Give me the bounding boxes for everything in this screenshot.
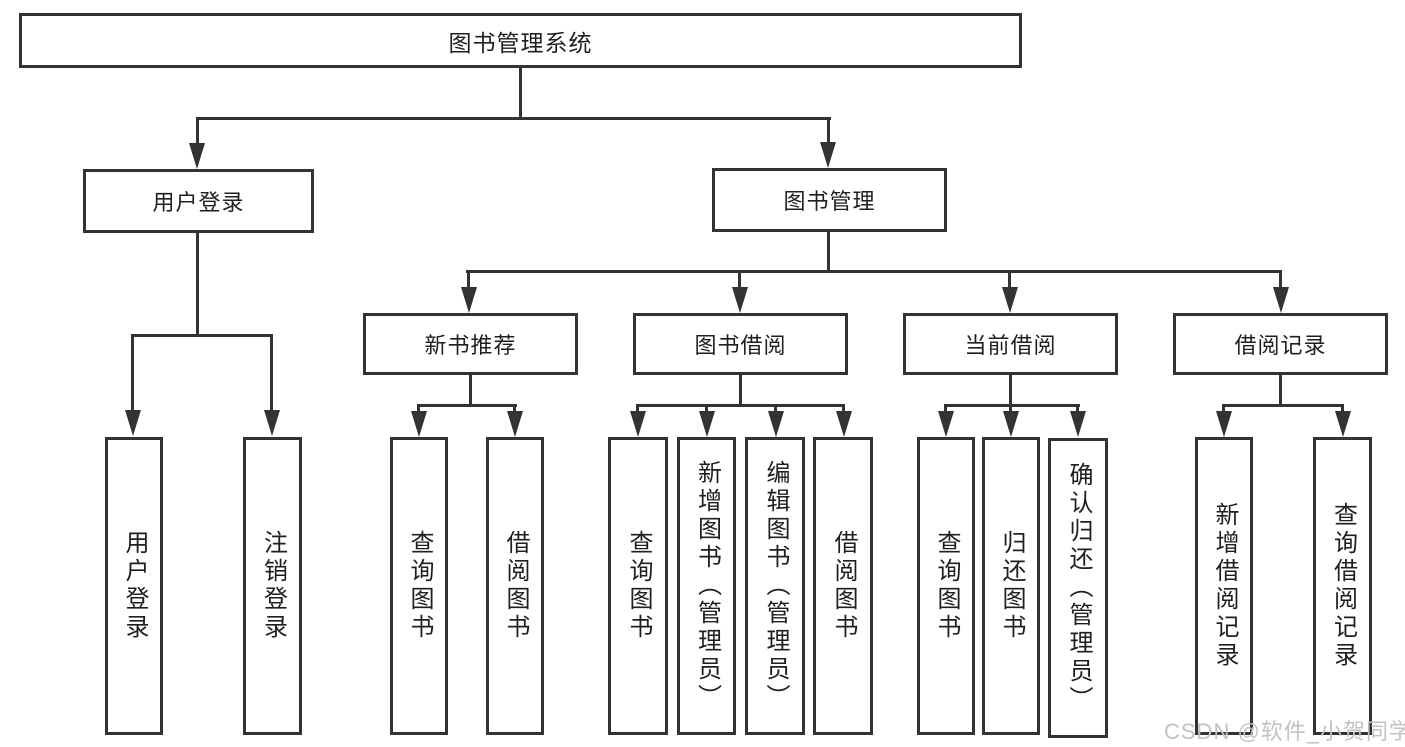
node-user-login-branch: 用户登录 bbox=[83, 169, 314, 233]
leaf-label: 确认归还（管理员） bbox=[1065, 462, 1092, 714]
arrowhead-down-icon bbox=[411, 411, 427, 437]
connector-drop bbox=[1008, 270, 1011, 292]
csdn-watermark: CSDN @软件_小贺同学 bbox=[1164, 719, 1405, 744]
connector-drop bbox=[196, 117, 199, 147]
connector-drop bbox=[1222, 404, 1225, 414]
arrowhead-down-icon bbox=[938, 411, 954, 437]
connector-drop bbox=[842, 404, 845, 414]
connector-stem bbox=[739, 375, 742, 407]
leaf-label: 借阅图书 bbox=[830, 530, 857, 642]
leaf-label: 查询图书 bbox=[933, 530, 960, 642]
arrowhead-down-icon bbox=[630, 411, 646, 437]
arrowhead-down-icon bbox=[820, 142, 836, 168]
connector-drop bbox=[1009, 404, 1012, 414]
connector-level2-rail bbox=[466, 270, 1282, 273]
connector-rail bbox=[636, 404, 845, 407]
leaf-query-books-current: 查询图书 bbox=[917, 437, 975, 735]
connector-drop bbox=[774, 404, 777, 414]
connector-drop bbox=[636, 404, 639, 414]
leaf-borrow-books-recommend: 借阅图书 bbox=[486, 437, 544, 735]
leaf-label: 归还图书 bbox=[998, 530, 1025, 642]
node-book-management-branch: 图书管理 bbox=[712, 168, 947, 232]
connector-drop bbox=[1076, 404, 1079, 414]
leaf-query-books-borrow: 查询图书 bbox=[608, 437, 668, 735]
leaf-label: 新增借阅记录 bbox=[1211, 502, 1238, 670]
leaf-label: 查询借阅记录 bbox=[1329, 502, 1357, 670]
leaf-label: 新增图书（管理员） bbox=[693, 460, 721, 712]
node-root-library-system: 图书管理系统 bbox=[19, 13, 1022, 68]
connector-drop bbox=[705, 404, 708, 414]
leaf-return-books: 归还图书 bbox=[982, 437, 1040, 735]
arrowhead-down-icon bbox=[125, 410, 141, 436]
node-label: 图书借阅 bbox=[694, 333, 787, 358]
connector-rail bbox=[944, 404, 1080, 407]
arrowhead-down-icon bbox=[1335, 411, 1351, 437]
arrowhead-down-icon bbox=[768, 411, 784, 437]
connector-rail bbox=[1222, 404, 1344, 407]
arrowhead-down-icon bbox=[1216, 411, 1232, 437]
leaf-confirm-return-admin: 确认归还（管理员） bbox=[1048, 438, 1108, 738]
leaf-query-borrow-record: 查询借阅记录 bbox=[1313, 437, 1372, 735]
node-label: 借阅记录 bbox=[1234, 333, 1327, 358]
leaf-borrow-books: 借阅图书 bbox=[813, 437, 873, 735]
arrowhead-down-icon bbox=[1002, 287, 1018, 313]
node-new-book-recommend: 新书推荐 bbox=[363, 313, 578, 375]
node-label: 新书推荐 bbox=[424, 333, 517, 358]
arrowhead-down-icon bbox=[836, 411, 852, 437]
arrowhead-down-icon bbox=[1070, 411, 1086, 437]
connector-drop bbox=[1341, 404, 1344, 414]
node-borrowing-records: 借阅记录 bbox=[1173, 313, 1388, 375]
leaf-add-borrow-record: 新增借阅记录 bbox=[1195, 437, 1253, 735]
leaf-logout: 注销登录 bbox=[243, 437, 302, 735]
node-label: 用户登录 bbox=[152, 190, 245, 215]
connector-user-login-rail bbox=[131, 334, 273, 337]
connector-drop bbox=[827, 117, 830, 146]
leaf-label: 查询图书 bbox=[625, 530, 652, 642]
arrowhead-down-icon bbox=[699, 411, 715, 437]
connector-user-login-stem bbox=[196, 233, 199, 337]
connector-stem bbox=[469, 375, 472, 407]
connector-drop bbox=[467, 270, 470, 292]
connector-drop bbox=[270, 334, 273, 412]
leaf-edit-books-admin: 编辑图书（管理员） bbox=[745, 437, 805, 735]
connector-level1-rail bbox=[196, 117, 831, 120]
connector-book-mgmt-stem bbox=[827, 232, 830, 272]
leaf-label: 注销登录 bbox=[259, 530, 287, 642]
arrowhead-down-icon bbox=[732, 287, 748, 313]
leaf-label: 编辑图书（管理员） bbox=[762, 460, 789, 712]
arrowhead-down-icon bbox=[507, 411, 523, 437]
connector-drop bbox=[944, 404, 947, 414]
connector-drop bbox=[738, 270, 741, 292]
leaf-user-login: 用户登录 bbox=[105, 437, 163, 735]
leaf-label: 查询图书 bbox=[406, 530, 433, 642]
leaf-label: 借阅图书 bbox=[502, 530, 529, 642]
leaf-query-books-recommend: 查询图书 bbox=[390, 437, 448, 735]
node-label: 图书管理系统 bbox=[448, 29, 593, 56]
connector-drop bbox=[513, 404, 516, 414]
arrowhead-down-icon bbox=[189, 143, 205, 169]
node-label: 当前借阅 bbox=[964, 333, 1057, 358]
leaf-label: 用户登录 bbox=[121, 530, 148, 642]
connector-drop bbox=[417, 404, 420, 414]
node-label: 图书管理 bbox=[783, 189, 876, 214]
connector-drop bbox=[1279, 270, 1282, 292]
connector-stem bbox=[1009, 375, 1012, 407]
arrowhead-down-icon bbox=[264, 410, 280, 436]
arrowhead-down-icon bbox=[461, 287, 477, 313]
connector-root-stem bbox=[519, 68, 522, 120]
node-book-borrowing: 图书借阅 bbox=[633, 313, 848, 375]
connector-drop bbox=[131, 334, 134, 412]
node-current-borrowing: 当前借阅 bbox=[903, 313, 1118, 375]
connector-rail bbox=[417, 404, 517, 407]
arrowhead-down-icon bbox=[1273, 287, 1289, 313]
connector-stem bbox=[1279, 375, 1282, 407]
leaf-add-books-admin: 新增图书（管理员） bbox=[677, 437, 736, 735]
arrowhead-down-icon bbox=[1003, 411, 1019, 437]
